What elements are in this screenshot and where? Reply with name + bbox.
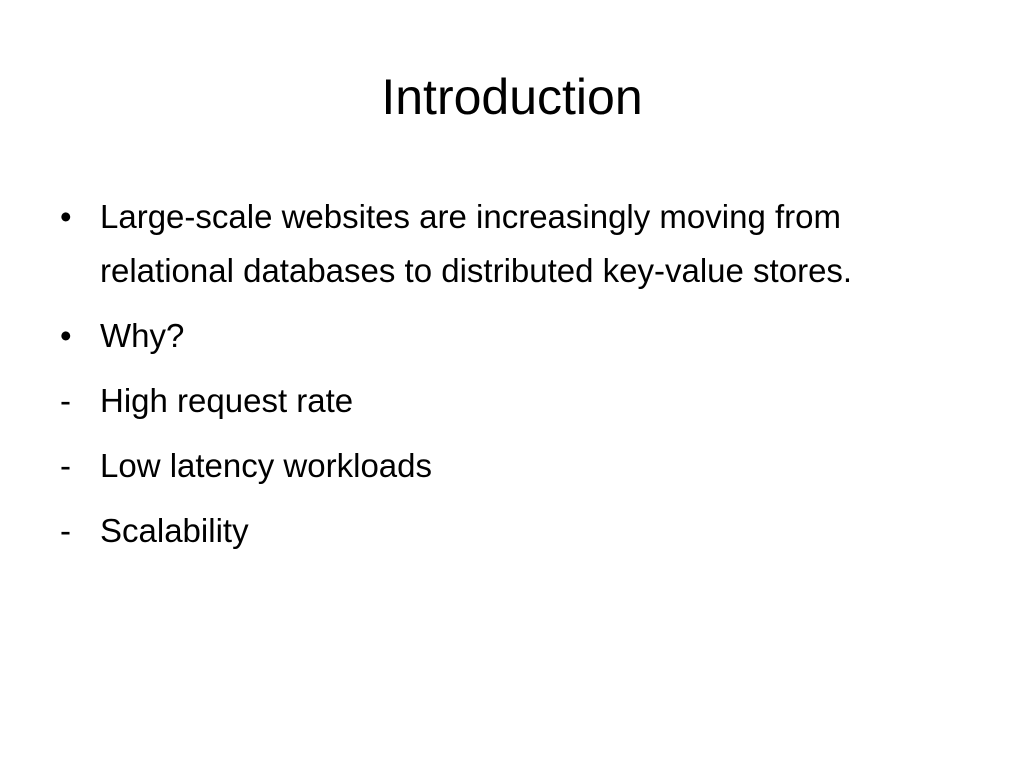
- dash-text: Low latency workloads: [100, 447, 432, 484]
- bullet-text: Large-scale websites are increasingly mo…: [100, 198, 853, 289]
- bullet-item: • Why?: [60, 309, 960, 363]
- dash-text: Scalability: [100, 512, 249, 549]
- bullet-marker-icon: •: [60, 317, 72, 354]
- dash-text: High request rate: [100, 382, 354, 419]
- bullet-item: • Large-scale websites are increasingly …: [60, 190, 960, 298]
- bullet-text: Why?: [100, 317, 185, 354]
- dash-marker-icon: -: [60, 447, 71, 484]
- bullet-list: • Large-scale websites are increasingly …: [60, 190, 960, 569]
- slide-title: Introduction: [381, 69, 643, 125]
- dash-item: - Low latency workloads: [60, 439, 960, 493]
- bullet-marker-icon: •: [60, 198, 72, 235]
- dash-item: - High request rate: [60, 374, 960, 428]
- dash-marker-icon: -: [60, 512, 71, 549]
- dash-marker-icon: -: [60, 382, 71, 419]
- dash-item: - Scalability: [60, 504, 960, 558]
